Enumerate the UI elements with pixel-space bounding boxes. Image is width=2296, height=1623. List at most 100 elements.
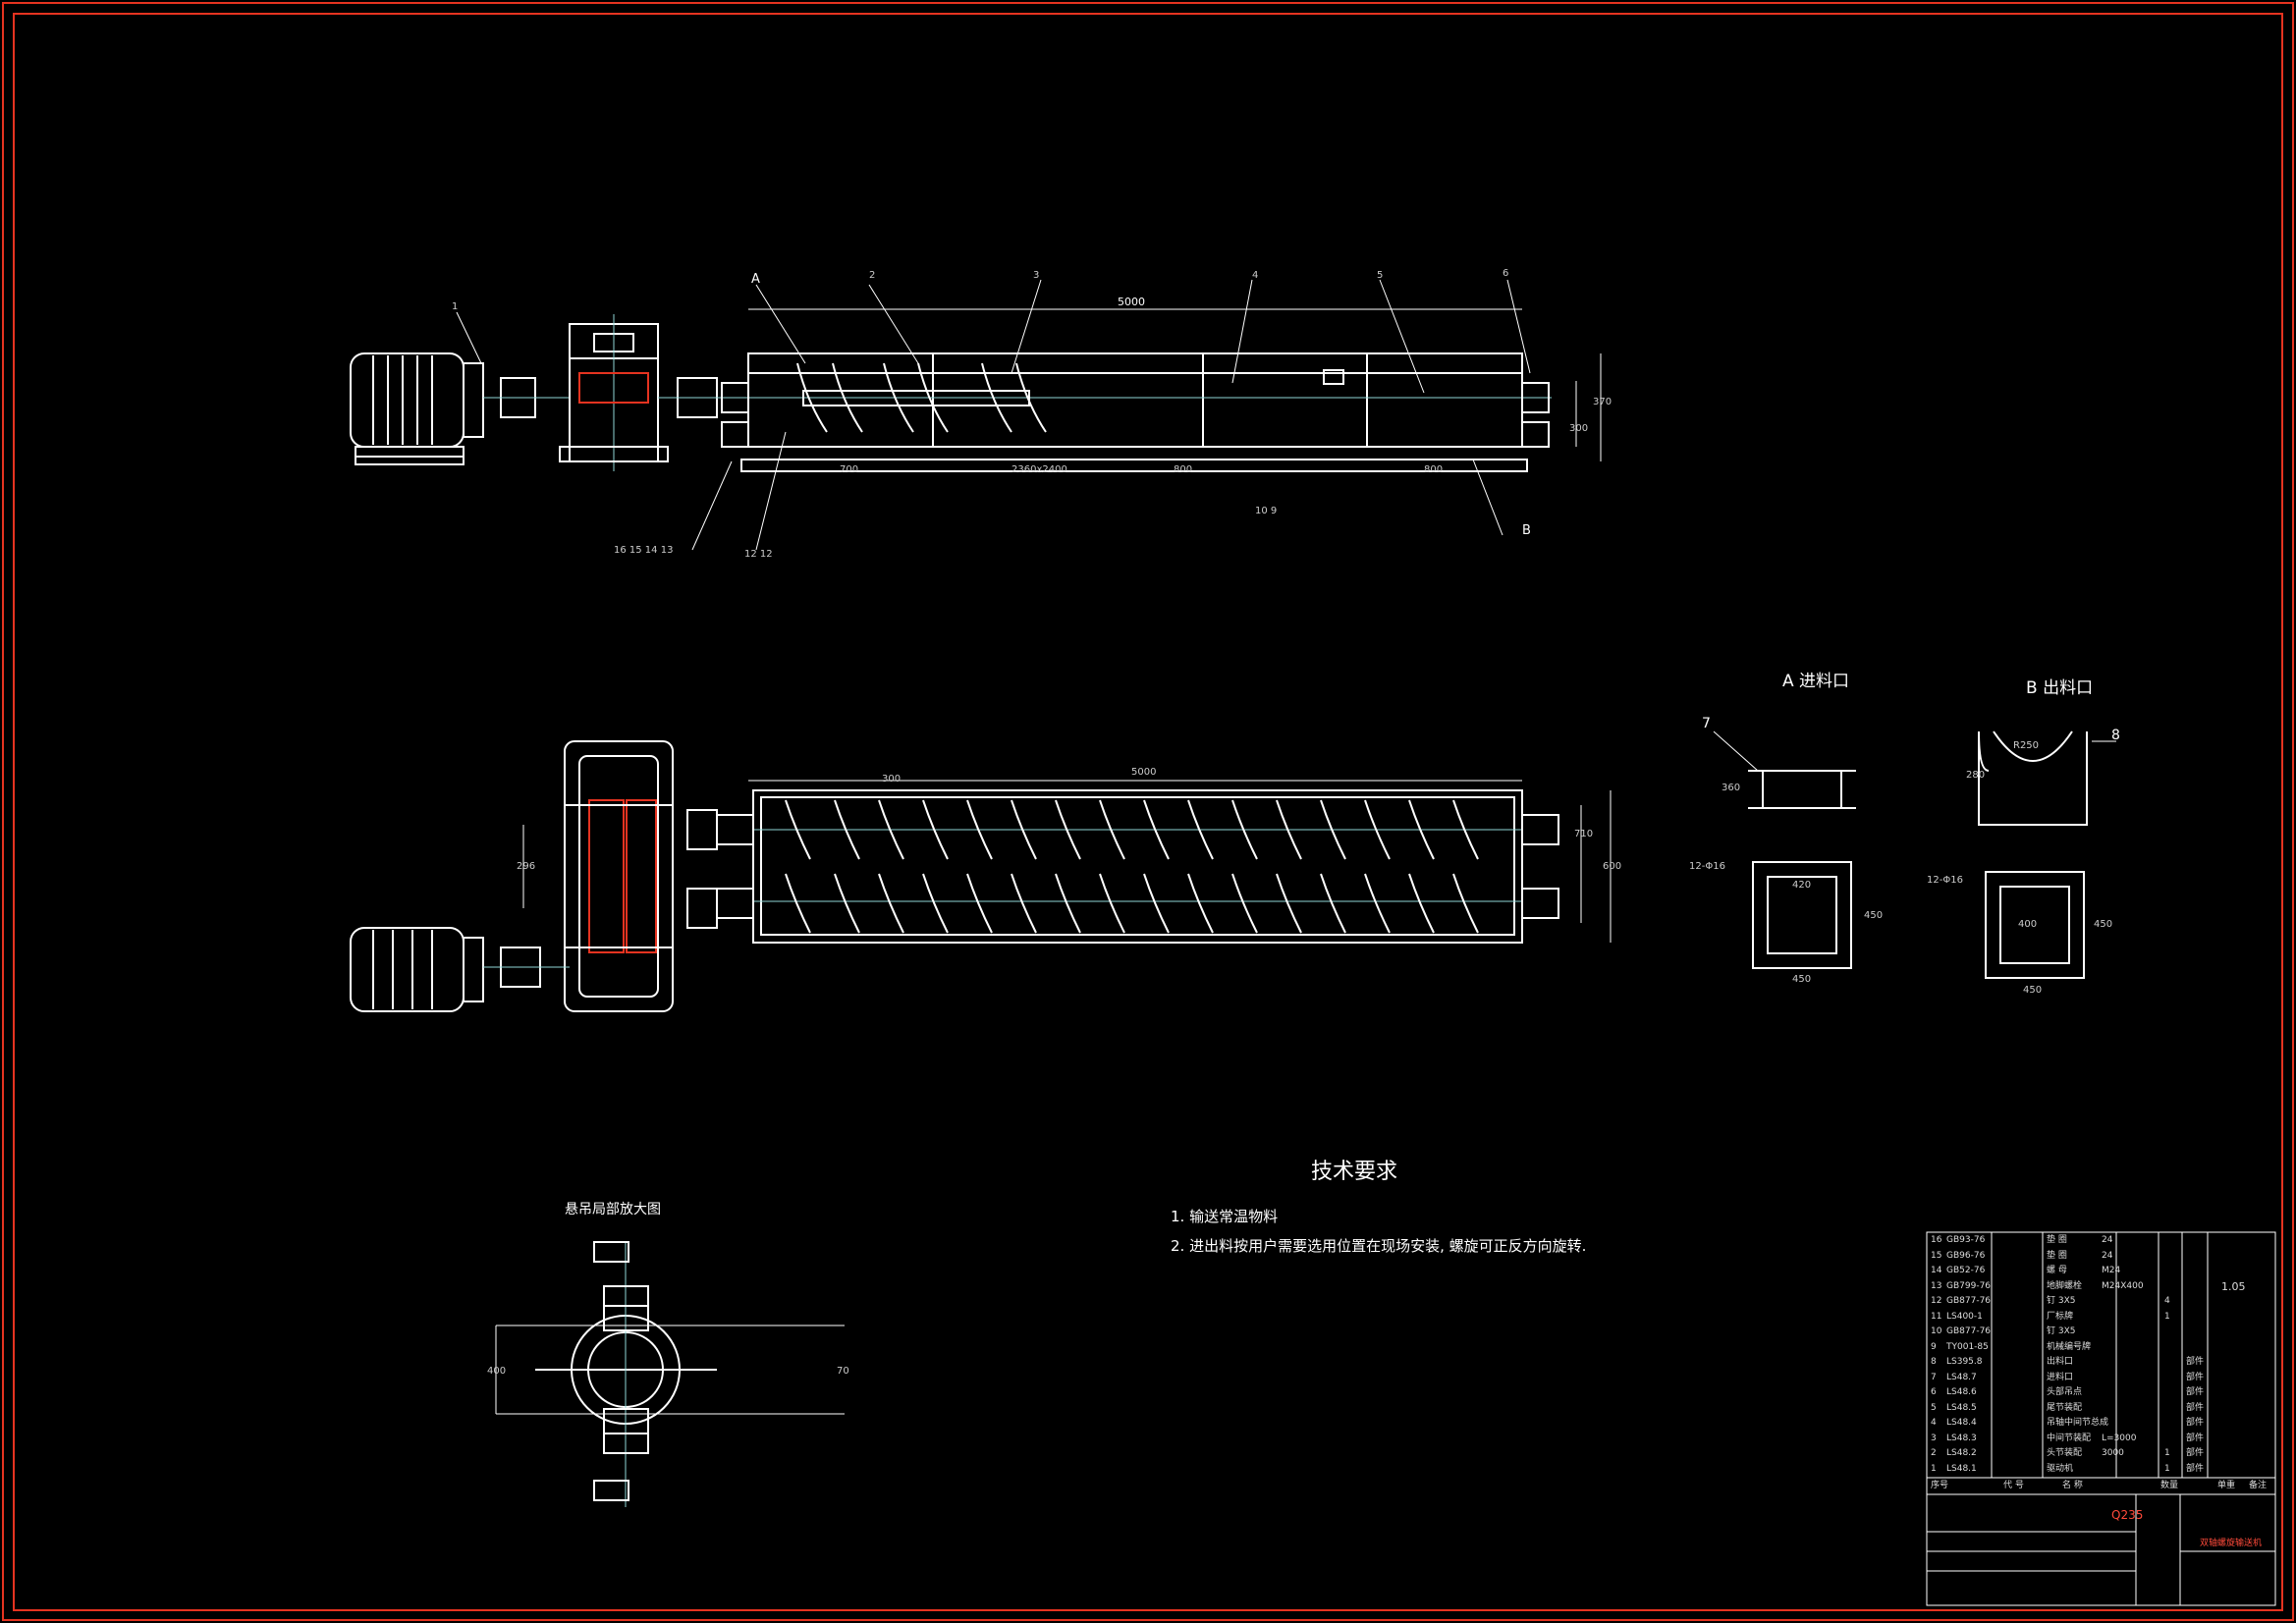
- bom-cell-no: 6: [1931, 1387, 1937, 1397]
- bom-cell-code: LS48.4: [1946, 1418, 1977, 1428]
- bom-cell-code: LS400-1: [1946, 1311, 1983, 1322]
- detail-a-part-no: 7: [1702, 716, 1711, 731]
- gearbox-front: [559, 314, 669, 471]
- bom-cell-qty: 1: [2164, 1463, 2170, 1474]
- bom-header-note: 备注: [2249, 1481, 2268, 1490]
- bom-cell-code: LS395.8: [1946, 1357, 1983, 1367]
- bom-cell-qty: 4: [2164, 1296, 2170, 1306]
- bom-cell-no: 1: [1931, 1463, 1937, 1474]
- bom-cell-name: 进料口: [2047, 1372, 2074, 1382]
- bottom-dim-1: 700: [840, 464, 859, 475]
- bom-cell-name: 钉 3X5: [2047, 1326, 2076, 1336]
- front-leader-4: 4: [1252, 270, 1259, 281]
- detail-a-dim-2: 420: [1792, 880, 1812, 891]
- bom-cell-name: 中间节装配: [2047, 1433, 2092, 1443]
- bom-cell-name: 地脚螺栓: [2047, 1280, 2083, 1291]
- bom-cell-note: 部件: [2186, 1448, 2205, 1458]
- bom-cell-no: 14: [1931, 1266, 1942, 1275]
- bom-cell-note: 部件: [2186, 1387, 2205, 1397]
- bom-cell-name: 驱动机: [2047, 1463, 2074, 1474]
- front-leader-2: 2: [869, 270, 876, 281]
- bom-cell-spec: M24: [2102, 1266, 2121, 1275]
- bom-material: Q235: [2111, 1508, 2144, 1522]
- bom-cell-code: LS48.6: [1946, 1387, 1977, 1397]
- front-height-dim-2: 300: [1569, 423, 1589, 434]
- hanger-detail-title: 悬吊局部放大图: [565, 1202, 661, 1217]
- bom-cell-no: 8: [1931, 1357, 1937, 1367]
- detail-a-title: A 进料口: [1782, 672, 1850, 691]
- front-height-dim-1: 370: [1593, 397, 1613, 407]
- detail-b-dim-b: 450: [2023, 985, 2043, 996]
- bom-cell-no: 11: [1931, 1311, 1942, 1322]
- bom-cell-spec: 3000: [2102, 1448, 2124, 1458]
- detail-b-title: B 出料口: [2026, 678, 2094, 698]
- bom-cell-code: GB877-76: [1946, 1296, 1992, 1306]
- bom-cell-name: 吊轴中间节总成: [2047, 1418, 2109, 1428]
- bom-cell-code: LS48.7: [1946, 1372, 1977, 1382]
- bom-cell-code: GB799-76: [1946, 1280, 1992, 1291]
- bom-cell-no: 3: [1931, 1433, 1937, 1443]
- leader-group-3: 10 9: [1255, 506, 1278, 516]
- leader-group-2: 12 12: [744, 549, 773, 560]
- screw-flights-front: [796, 362, 1047, 433]
- bom-cell-no: 7: [1931, 1372, 1937, 1382]
- bom-cell-spec: M24X400: [2102, 1280, 2144, 1291]
- bom-cell-code: GB96-76: [1946, 1250, 1986, 1261]
- tech-requirement-2: 2. 进出料按用户需要选用位置在现场安装, 螺旋可正反方向旋转.: [1171, 1237, 1587, 1255]
- front-leader-5: 5: [1377, 270, 1384, 281]
- bom-header-name: 名 称: [2062, 1481, 2083, 1490]
- detail-b-dim-in: 400: [2018, 919, 2038, 930]
- bom-header-qty: 数量: [2160, 1481, 2179, 1490]
- bom-cell-no: 4: [1931, 1418, 1937, 1428]
- trough-front: [721, 352, 1552, 448]
- detail-b-dim-w: 450: [2094, 919, 2113, 930]
- top-pitch-dim: 300: [882, 774, 902, 784]
- hanger-dim-1: 400: [487, 1366, 507, 1377]
- motor-top: [350, 927, 570, 1012]
- front-view: [350, 314, 1552, 472]
- bom-cell-note: 部件: [2186, 1372, 2205, 1382]
- bom-cell-no: 13: [1931, 1280, 1942, 1291]
- bom-cell-note: 部件: [2186, 1402, 2205, 1413]
- bom-cell-name: 螺 母: [2047, 1266, 2067, 1275]
- bom-cell-spec: 24: [2102, 1235, 2113, 1245]
- top-left-dim: 296: [517, 861, 536, 872]
- bom-cell-note: 部件: [2186, 1418, 2205, 1428]
- front-leader-a: A: [751, 272, 760, 287]
- bom-cell-spec: L=3000: [2102, 1433, 2137, 1443]
- hanger-detail: [495, 1241, 845, 1507]
- bom-cell-code: TY001-85: [1946, 1341, 1989, 1352]
- hanger-dim-2: 70: [837, 1366, 849, 1377]
- bottom-dim-4: 800: [1424, 464, 1444, 475]
- dimension-lines: [456, 279, 1612, 943]
- bom-cell-name: 头节装配: [2047, 1448, 2083, 1458]
- bom-drawing-name: 双轴螺旋输送机: [2200, 1539, 2263, 1548]
- detail-b-part-no: 8: [2111, 728, 2120, 743]
- tech-requirements-title: 技术要求: [1311, 1160, 1398, 1184]
- bom-cell-qty: 1: [2164, 1448, 2170, 1458]
- front-leader-6: 6: [1503, 268, 1509, 279]
- bom-header-no: 序号: [1931, 1481, 1949, 1490]
- bom-cell-code: GB877-76: [1946, 1326, 1992, 1336]
- leader-group-1: 16 15 14 13: [614, 545, 674, 556]
- detail-a-dim-4: 450: [1792, 974, 1812, 985]
- tech-requirement-1: 1. 输送常温物料: [1171, 1208, 1279, 1225]
- detail-a-hole-note: 12-Φ16: [1689, 861, 1725, 872]
- detail-a-dim-3: 450: [1864, 910, 1884, 921]
- bom-header-code: 代 号: [2003, 1481, 2024, 1490]
- top-overall-dim: 5000: [1131, 767, 1157, 778]
- top-view: [350, 740, 1559, 1012]
- gearbox-top: [564, 740, 674, 1012]
- detail-a-dim-1: 360: [1722, 783, 1741, 793]
- bom-cell-qty: 1: [2164, 1311, 2170, 1322]
- bom-cell-name: 尾节装配: [2047, 1402, 2083, 1413]
- bottom-dim-2: 2360x2400: [1011, 464, 1067, 475]
- bom-cell-name: 垫 圈: [2047, 1250, 2067, 1261]
- bom-cell-name: 垫 圈: [2047, 1235, 2067, 1245]
- inner-frame: [13, 13, 2283, 1611]
- bom-cell-code: LS48.1: [1946, 1463, 1977, 1474]
- bom-cell-no: 16: [1931, 1235, 1942, 1245]
- detail-b-dim-h: 280: [1966, 770, 1986, 781]
